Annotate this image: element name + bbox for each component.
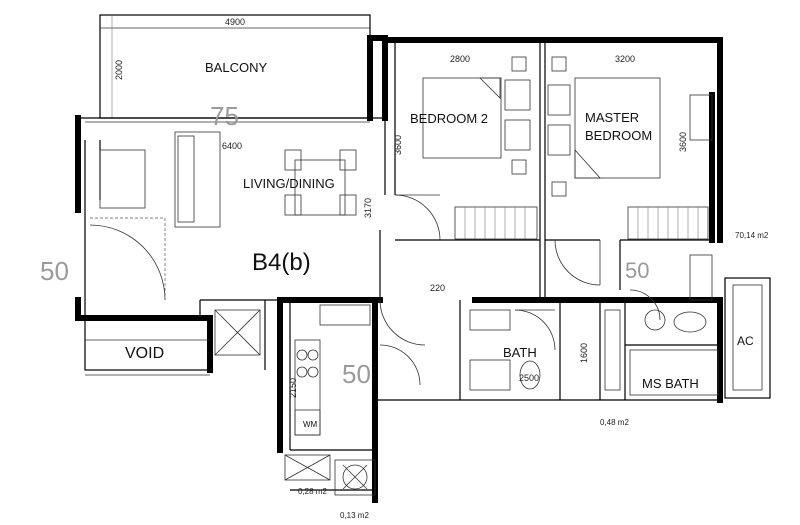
- watermark-50-center: 50: [342, 359, 371, 389]
- ms-bath-label: MS BATH: [642, 376, 699, 391]
- partition-walls: [78, 14, 771, 491]
- dim-living-width: 6400: [222, 141, 242, 151]
- watermark-50-left: 50: [40, 256, 69, 286]
- washer-label: WM: [303, 420, 318, 429]
- watermark: 75 50 50 50: [40, 101, 649, 389]
- master-bedroom-label-line1: MASTER: [585, 110, 639, 125]
- dimension-labels: 4900 2000 2800 3200 3600 3600 6400 3170 …: [114, 17, 688, 398]
- dim-master-depth: 3600: [678, 132, 688, 152]
- void-label: VOID: [125, 345, 164, 362]
- balcony-label: BALCONY: [205, 60, 267, 75]
- living-dining-label: LIVING/DINING: [243, 176, 335, 191]
- dim-master-width: 3200: [615, 54, 635, 64]
- room-labels: BALCONY BEDROOM 2 MASTER BEDROOM LIVING/…: [125, 60, 754, 429]
- living-furniture: [99, 131, 357, 228]
- unit-type-label: B4(b): [252, 249, 311, 276]
- area-bottom: 0,13 m2: [340, 511, 369, 520]
- area-labels: 70,14 m2 0,48 m2 0,28 m2 0,13 m2: [298, 231, 769, 520]
- area-ac-ledge: 70,14 m2: [735, 231, 769, 240]
- watermark-75: 75: [210, 101, 239, 131]
- dim-balcony-depth: 2000: [114, 60, 124, 80]
- kitchen-fixtures: [214, 304, 376, 496]
- bedroom2-label: BEDROOM 2: [410, 111, 488, 126]
- door-swings: [89, 194, 661, 386]
- bath-fixtures: [469, 254, 719, 396]
- dim-bedroom2-width: 2800: [450, 54, 470, 64]
- area-yard: 0,28 m2: [298, 487, 327, 496]
- bath-label: BATH: [503, 345, 537, 360]
- watermark-50-right: 50: [625, 258, 649, 283]
- dim-bedroom2-depth: 3600: [393, 135, 403, 155]
- master-bedroom-label-line2: BEDROOM: [585, 128, 652, 143]
- ac-label: AC: [737, 334, 754, 348]
- dim-kitchen: 2150: [288, 378, 298, 398]
- master-furniture: [547, 56, 713, 240]
- bedroom2-furniture: [422, 56, 538, 240]
- dim-bath-width: 2500: [519, 373, 539, 383]
- dim-corridor: 220: [430, 283, 445, 293]
- area-bath-strip: 0,48 m2: [600, 418, 629, 427]
- dim-balcony-width: 4900: [225, 17, 245, 27]
- dim-living-depth: 3170: [363, 198, 373, 218]
- dim-bath-depth: 1600: [579, 343, 589, 363]
- structural-walls: [75, 35, 723, 503]
